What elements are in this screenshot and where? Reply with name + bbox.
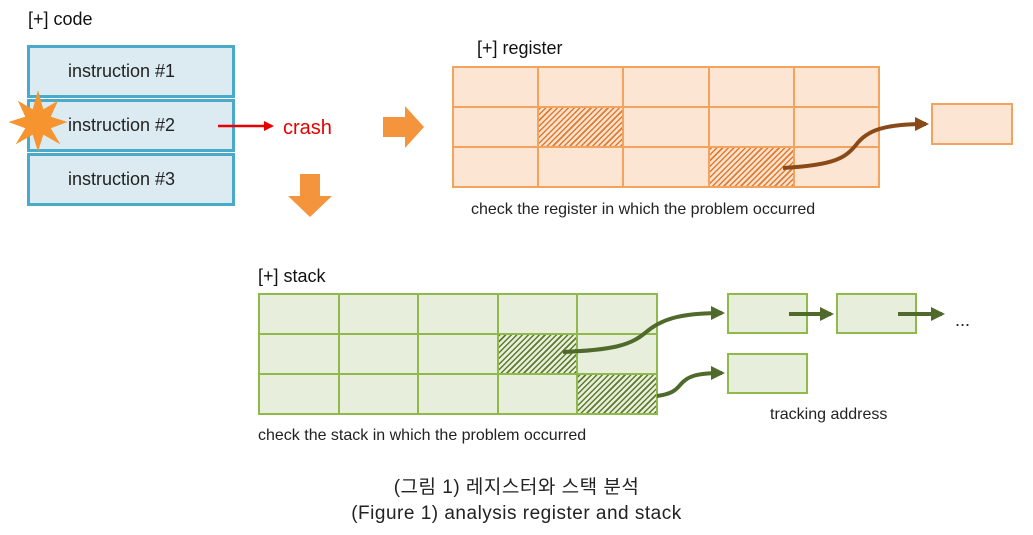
stack-tracking-arrow-1	[562, 306, 725, 354]
instruction-3: instruction #3	[27, 153, 235, 206]
figure-caption-korean: (그림 1) 레지스터와 스택 분석	[393, 477, 640, 498]
register-cell	[623, 107, 709, 147]
register-cell	[538, 147, 624, 187]
register-cell	[623, 67, 709, 107]
stack-cell	[259, 294, 339, 334]
register-cell	[708, 107, 794, 147]
stack-grid	[258, 293, 658, 415]
stack-cell	[338, 294, 419, 334]
register-cell	[708, 67, 794, 107]
register-tracking-arrow	[782, 117, 929, 170]
stack-title: [+] stack	[258, 266, 326, 286]
stack-cell	[338, 374, 419, 414]
register-title: [+] register	[477, 38, 563, 58]
figure-caption-english: (Figure 1) analysis register and stack	[351, 503, 682, 524]
register-cell	[453, 107, 539, 147]
stack-cell	[577, 294, 657, 334]
tracking-address-label: tracking address	[770, 406, 888, 423]
stack-cell	[418, 334, 498, 374]
stack-caption: check the stack in which the problem occ…	[258, 427, 587, 444]
ellipsis: ...	[955, 310, 971, 330]
stack-cell	[497, 294, 578, 334]
register-cell	[453, 67, 539, 107]
register-cell-problem	[538, 107, 624, 147]
register-cell	[793, 67, 879, 107]
register-caption: check the register in which the problem …	[471, 201, 816, 218]
crash-label: crash	[283, 117, 332, 139]
instruction-1: instruction #1	[27, 45, 235, 98]
register-cell	[793, 147, 879, 187]
flow-arrow-right-icon	[383, 106, 424, 148]
stack-cell-problem	[577, 374, 657, 414]
stack-target-box-3	[727, 353, 808, 394]
register-cell	[793, 107, 879, 147]
stack-cell	[338, 334, 419, 374]
register-target-box	[931, 103, 1013, 145]
stack-cell	[577, 334, 657, 374]
register-grid	[452, 66, 880, 188]
crash-starburst-icon	[8, 90, 68, 152]
register-cell	[623, 147, 709, 187]
flow-arrow-down-icon	[288, 174, 332, 217]
stack-cell	[418, 294, 498, 334]
stack-cell	[259, 334, 339, 374]
stack-cell	[497, 374, 578, 414]
stack-cell	[418, 374, 498, 414]
stack-tracking-arrow-2	[656, 366, 725, 398]
code-title: [+] code	[28, 9, 93, 29]
stack-cell-problem	[497, 334, 578, 374]
stack-cell	[259, 374, 339, 414]
register-cell	[538, 67, 624, 107]
register-cell	[453, 147, 539, 187]
